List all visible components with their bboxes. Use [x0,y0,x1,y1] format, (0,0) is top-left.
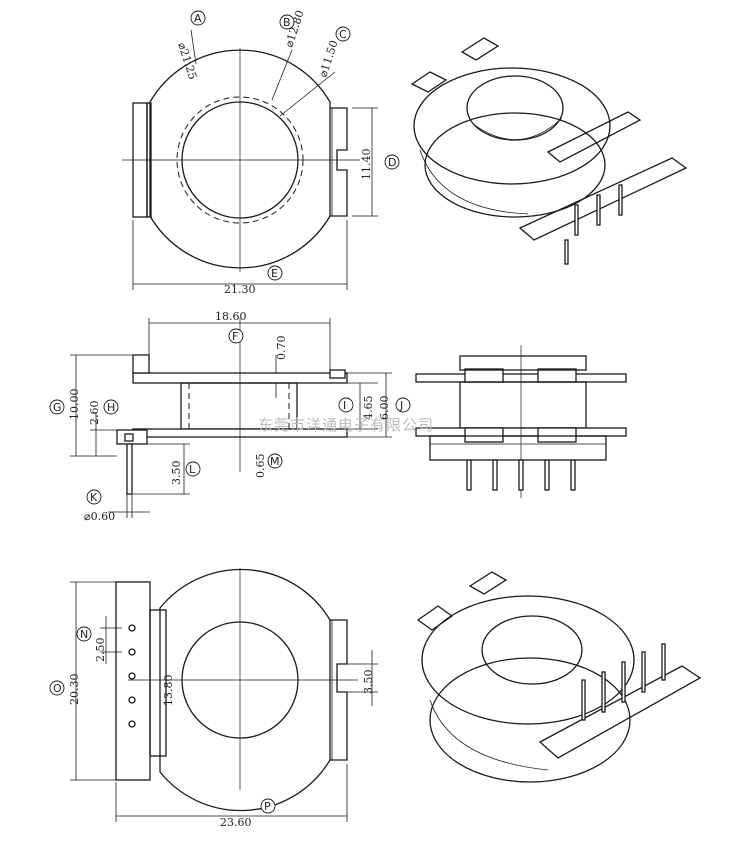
pin-pitch-dim: 2.50 [94,638,107,663]
tab-width-dim: 3.50 [362,670,375,695]
label-c: C [339,28,347,41]
label-g: G [53,401,62,414]
flange-dim: 0.70 [275,336,288,361]
inner-height-dim: 4.65 [362,396,375,421]
label-h: H [107,401,115,414]
label-e: E [271,267,278,280]
pin-length-dim: 3.50 [170,461,183,486]
side-width-dim: 18.60 [215,310,247,323]
pin-offset-dim: 0.65 [254,454,267,479]
base-height-dim: 2.60 [88,401,101,426]
pin-span-dim: 20.30 [68,674,81,706]
outer-height-dim: 6.00 [378,396,391,421]
label-b: B [283,16,291,29]
label-f: F [232,330,238,343]
label-d: D [388,156,396,169]
label-j: J [399,399,403,412]
front-view [415,345,627,498]
label-k: K [90,491,98,504]
isometric-view-top [410,37,688,265]
label-l: L [189,463,196,476]
top-width-dim: 21.30 [224,283,256,296]
top-height-dim: 11.40 [360,149,373,181]
label-i: I [343,399,346,412]
bottom-width-dim: 23.60 [220,816,252,829]
label-o: O [53,682,62,695]
total-height-dim: 10.00 [68,389,81,421]
company-watermark: 东莞市洋通电子有限公司 [258,416,434,434]
row-length-dim: 13.80 [162,675,175,707]
inner-diameter-dim: ⌀11.50 [316,39,340,79]
label-a: A [194,12,202,25]
bottom-view: 2.50 20.30 13.80 3.50 23.60 N O P [49,568,378,829]
label-m: M [270,455,280,468]
pin-diameter-dim: ⌀0.60 [84,510,115,523]
side-view: 18.60 0.70 10.00 2.60 4.65 6.00 0.65 3.5… [49,310,411,523]
top-view: ⌀21.25 ⌀12.80 ⌀11.50 11.40 21.30 A B C D… [122,9,400,296]
isometric-view-bottom [416,571,702,783]
label-n: N [80,628,88,641]
label-p: P [264,800,271,813]
